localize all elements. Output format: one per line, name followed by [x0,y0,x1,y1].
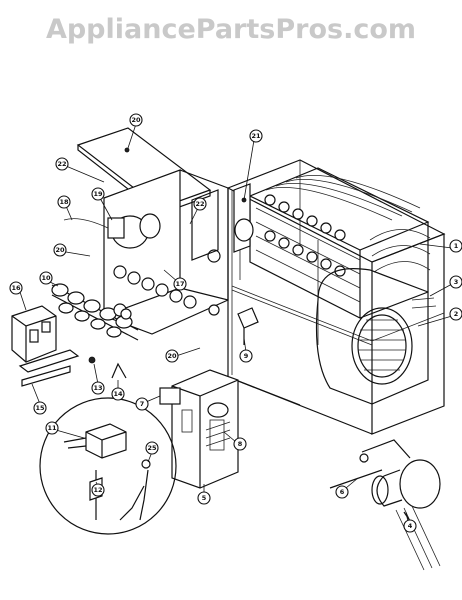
svg-text:25: 25 [147,444,157,452]
svg-text:3: 3 [454,278,459,286]
callout-19: 19 [91,187,105,201]
watermark: AppliancePartsPros.com [45,14,417,45]
callout-4: 4 [403,519,417,533]
svg-text:12: 12 [93,486,102,494]
callout-20-mid: 20 [165,349,179,363]
callout-3: 3 [449,275,462,289]
svg-text:9: 9 [244,352,249,360]
svg-text:6: 6 [340,488,345,496]
small-fittings [88,308,132,379]
burner-panel [63,169,229,335]
svg-text:18: 18 [59,198,69,206]
svg-text:22: 22 [57,160,66,168]
svg-text:19: 19 [93,190,103,198]
heat-exchanger [248,167,431,319]
gas-valve [11,305,80,373]
svg-text:10: 10 [41,274,51,282]
svg-text:20: 20 [167,352,177,360]
svg-text:1: 1 [454,242,459,250]
svg-text:7: 7 [140,400,145,408]
bracket [21,365,71,387]
callout-22-left: 22 [55,157,69,171]
svg-text:21: 21 [251,132,261,140]
callout-10: 10 [39,271,53,285]
callout-9: 9 [239,349,253,363]
svg-text:11: 11 [47,424,57,432]
blower-housing [315,268,437,405]
svg-text:8: 8 [238,440,243,448]
svg-text:5: 5 [202,494,207,502]
callout-8: 8 [233,437,247,451]
callout-16: 16 [9,281,23,295]
svg-text:15: 15 [35,404,45,412]
flue-collector [233,183,254,253]
svg-text:2: 2 [454,310,459,318]
callout-14: 14 [111,387,125,401]
callout-12: 12 [91,483,105,497]
callout-20-left: 20 [53,243,67,257]
callout-17: 17 [173,277,187,291]
svg-text:20: 20 [131,116,141,124]
svg-text:4: 4 [408,522,413,530]
callout-21: 21 [249,129,263,143]
svg-text:20: 20 [55,246,65,254]
svg-text:16: 16 [11,284,21,292]
callout-15: 15 [33,401,47,415]
callout-2: 2 [449,307,462,321]
callout-1: 1 [449,239,462,253]
callout-18: 18 [57,195,71,209]
callout-22-upper: 22 [193,197,207,211]
detail-circle [39,397,177,535]
svg-text:14: 14 [113,390,123,398]
svg-text:17: 17 [175,280,184,288]
blower-motor [329,439,441,571]
callout-13: 13 [91,381,105,395]
svg-text:13: 13 [93,384,102,392]
callout-5: 5 [197,491,211,505]
limit-switch [237,307,259,345]
callout-6: 6 [335,485,349,499]
control-board [159,369,239,489]
callout-7: 7 [135,397,149,411]
callout-11: 11 [45,421,59,435]
callout-25: 25 [145,441,159,455]
callout-20-top: 20 [129,113,143,127]
svg-text:22: 22 [195,200,204,208]
